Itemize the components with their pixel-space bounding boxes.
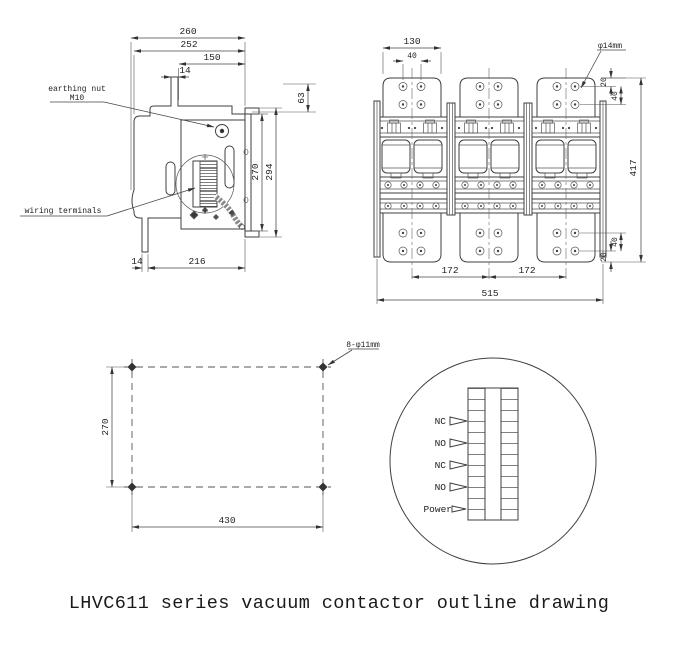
pointer-arrow [449, 416, 468, 426]
dim-216: 216 [188, 256, 205, 267]
dim-130: 130 [403, 36, 420, 47]
dim-14-leg: 14 [131, 256, 143, 267]
earthing-nut-size-label: M10 [70, 94, 85, 103]
mounting-holes-callout: 8-φ11mm [327, 341, 380, 366]
dim-252: 252 [180, 39, 197, 50]
earthing-nut [215, 124, 229, 138]
detail-circle [389, 357, 597, 565]
terminal-hole-callout: φ14mm [580, 42, 626, 89]
right-side-bar [599, 100, 607, 258]
dim-417: 417 [628, 159, 639, 176]
terminal-hole-label: φ14mm [598, 42, 622, 51]
mounting-holes-label: 8-φ11mm [346, 341, 380, 350]
pointer-arrow [449, 460, 468, 470]
dim-40-bottom-right: 40 [611, 237, 620, 247]
dim-294: 294 [264, 163, 275, 180]
dim-63: 63 [296, 92, 307, 104]
contact-label-nc-1: NC [435, 416, 447, 427]
drawing-title: LHVC611 series vacuum contactor outline … [69, 593, 610, 614]
dim-270-mount: 270 [100, 418, 111, 435]
pointer-arrow [451, 505, 467, 513]
contact-label-no-2: NO [435, 482, 447, 493]
earthing-nut-label: earthing nut [48, 85, 106, 94]
dim-172-right: 172 [518, 265, 535, 276]
mounting-hole-view: 270 430 8-φ11mm [100, 341, 380, 532]
dim-20-bottom-right: 20 [600, 252, 609, 262]
dim-430: 430 [218, 515, 235, 526]
dim-515: 515 [481, 288, 498, 299]
pointer-arrow [449, 482, 468, 492]
auxiliary-terminal-block [467, 387, 519, 521]
side-view: 260 252 150 14 63 270 294 14 216 earthin… [20, 26, 316, 272]
wiring-terminals-label: wiring terminals [25, 207, 102, 216]
dim-14-tab: 14 [179, 65, 191, 76]
left-side-bar [373, 100, 381, 258]
dim-172-left: 172 [441, 265, 458, 276]
dim-150: 150 [203, 52, 220, 63]
auxiliary-terminal-detail: NC NO NC NO Power [389, 357, 597, 565]
contact-label-no-1: NO [435, 438, 447, 449]
front-view: 130 40 φ14mm 20 40 417 40 20 [373, 36, 646, 304]
dim-270-side: 270 [250, 163, 261, 180]
contact-label-power: Power [423, 504, 452, 515]
dim-40-top-right: 40 [611, 91, 620, 101]
dim-260: 260 [179, 26, 196, 37]
dim-40-top: 40 [407, 52, 417, 61]
pointer-arrow [449, 438, 468, 448]
wiring-terminals-callout: wiring terminals [20, 187, 196, 217]
earthing-nut-callout: earthing nut M10 [48, 85, 215, 128]
dim-20-top-right: 20 [600, 77, 609, 87]
contact-label-nc-2: NC [435, 460, 447, 471]
